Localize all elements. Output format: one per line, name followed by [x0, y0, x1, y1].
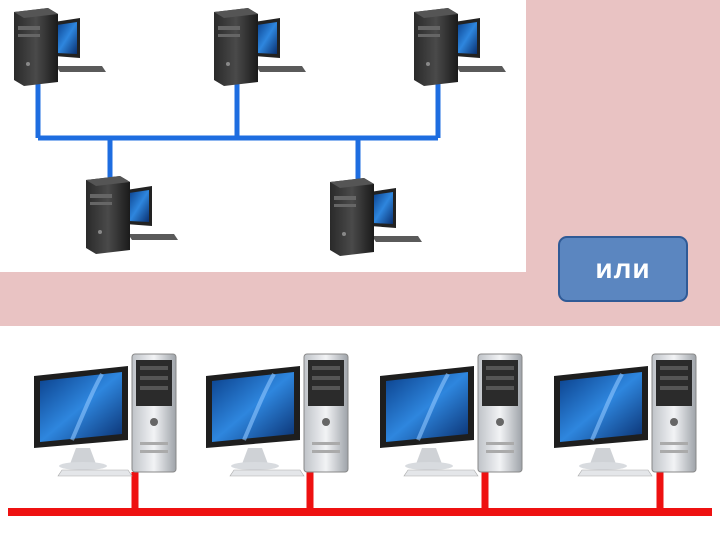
bottom-network-links: [8, 472, 712, 516]
tower-pc-icon: [330, 178, 422, 256]
tower-pc-icon: [14, 8, 106, 86]
desktop-pc-icon: [204, 352, 350, 478]
tower-pc-icon: [214, 8, 306, 86]
desktop-pc-icon: [378, 352, 524, 478]
desktop-pc-icon: [552, 352, 698, 478]
desktop-pc-icon: [32, 352, 178, 478]
tower-pc-icon: [86, 176, 178, 254]
top-network-nodes: [14, 8, 506, 256]
or-label: или: [558, 236, 688, 302]
tower-pc-icon: [414, 8, 506, 86]
bottom-network-nodes: [32, 352, 698, 478]
